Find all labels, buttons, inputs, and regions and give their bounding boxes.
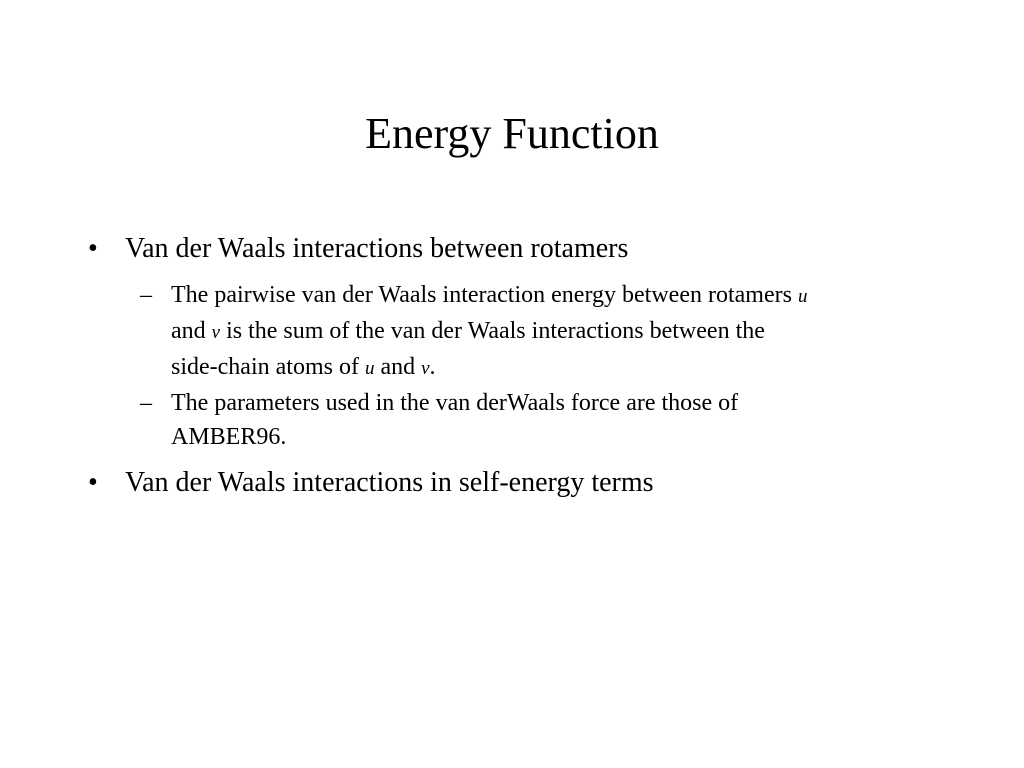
bullet-marker: • (88, 467, 98, 498)
text-line: The parameters used in the van derWaals … (171, 390, 739, 416)
text-span: . (429, 354, 436, 380)
slide-title: Energy Function (365, 109, 659, 158)
text-span: and (171, 318, 212, 344)
variable-u: u (364, 358, 375, 379)
text-line: side-chain atoms of u and v. (171, 350, 951, 386)
text-span: is the sum of the van der Waals interact… (220, 318, 765, 344)
variable-u: u (797, 286, 808, 307)
sub-bullet-text: The parameters used in the van derWaals … (171, 386, 951, 454)
variable-v: v (421, 358, 430, 379)
bullet-text: Van der Waals interactions between rotam… (125, 233, 629, 264)
dash-marker: – (140, 282, 152, 308)
text-span: and (374, 354, 422, 380)
bullet-marker: • (88, 233, 98, 264)
text-line: AMBER96. (171, 424, 287, 450)
text-line: and v is the sum of the van der Waals in… (171, 314, 951, 350)
text-line: The pairwise van der Waals interaction e… (171, 278, 951, 314)
text-span: The pairwise van der Waals interaction e… (171, 282, 798, 308)
sub-bullet-text: The pairwise van der Waals interaction e… (171, 278, 951, 386)
dash-marker: – (140, 390, 152, 416)
variable-v: v (211, 322, 221, 343)
bullet-text: Van der Waals interactions in self-energ… (125, 467, 654, 498)
text-span: side-chain atoms of (171, 354, 365, 380)
